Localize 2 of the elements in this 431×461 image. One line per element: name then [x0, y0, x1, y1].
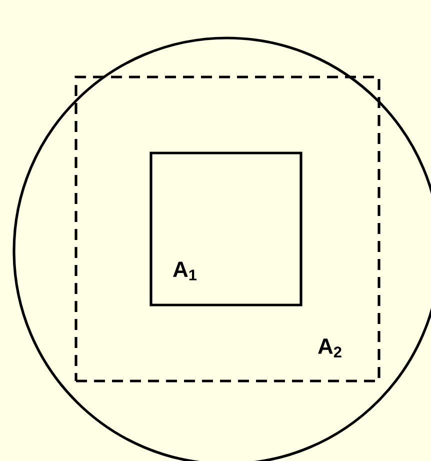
area-label: A$_{1}$ [173, 262, 197, 280]
area-label: A$_{2}$ [318, 338, 342, 358]
